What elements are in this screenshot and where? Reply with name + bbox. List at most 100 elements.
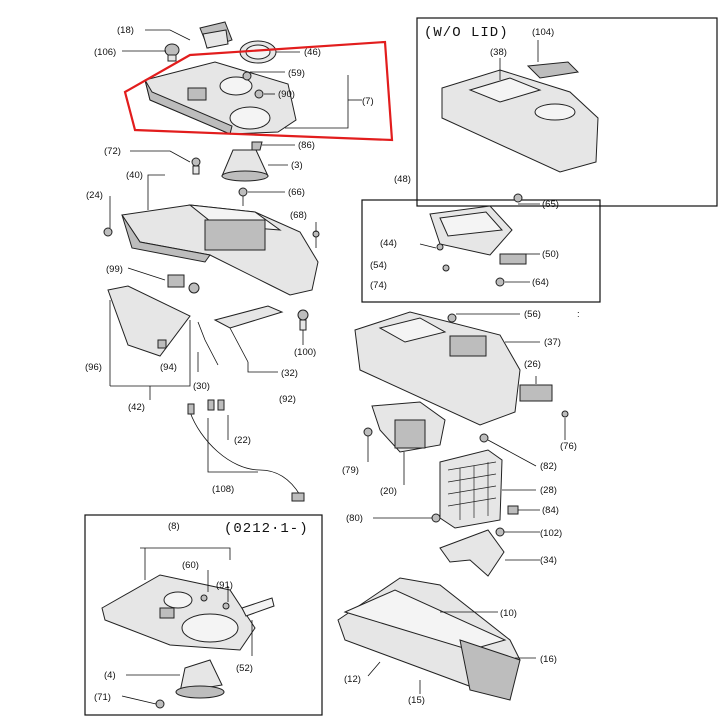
part-3-shift-boot [221,149,269,182]
label-82: (82) [540,461,557,472]
part-4-shift-boot-revised [175,659,225,699]
part-94-clip [157,339,167,349]
part-8-upper-panel-revised [101,574,256,651]
label-20: (20) [380,486,397,497]
highlight-outline [123,40,394,142]
label-54: (54) [370,260,387,271]
label-56: (56) [524,309,541,320]
part-56-clip [447,313,457,323]
label-52: (52) [236,663,253,674]
label-86: (86) [298,140,315,151]
label-30: (30) [193,381,210,392]
label-65: (65) [542,199,559,210]
label-72: (72) [104,146,121,157]
part-28-storage-box [439,449,503,529]
revision-title: (0212·1-) [224,521,309,537]
revision-box [84,514,323,716]
label-38: (38) [490,47,507,58]
label-8: (8) [168,521,180,532]
label-48: (48) [394,174,411,185]
label-92: (92) [279,394,296,405]
label-34: (34) [540,555,557,566]
wo-lid-box [416,17,718,207]
part-24-clip [103,227,113,237]
label-91: (91) [216,580,233,591]
label-42: (42) [128,402,145,413]
part-50-latch [499,253,527,265]
label-24: (24) [86,190,103,201]
label-74: (74) [370,280,387,291]
part-66-screw [238,187,248,206]
part-72-bolt [191,157,201,175]
label-28: (28) [540,485,557,496]
wo-lid-title: (W/O LID) [424,25,509,41]
part-102-bolt [495,527,505,537]
label-10: (10) [500,608,517,619]
label-50: (50) [542,249,559,260]
part-38-console-wo-lid [441,69,599,173]
label-64: (64) [532,277,549,288]
label-46: (46) [304,47,321,58]
label-80: (80) [346,513,363,524]
part-76-screw [561,410,569,418]
label-104: (104) [532,27,554,38]
part-34-bracket [439,529,505,577]
part-52-pad [241,597,275,617]
part-84-clip [507,505,519,515]
label-100: (100) [294,347,316,358]
part-100-bolt [297,309,309,331]
part-60-clip [200,594,208,602]
part-108-harness [187,399,305,502]
label-37: (37) [544,337,561,348]
part-44-pin [436,243,444,251]
label-44: (44) [380,238,397,249]
part-71-bolt [155,699,165,709]
label-94: (94) [160,362,177,373]
part-26-cover [519,384,553,402]
part-99-bracket [167,274,200,294]
label-7: (7) [362,96,374,107]
label-106: (106) [94,47,116,58]
label-60: (60) [182,560,199,571]
part-65-screw [513,193,523,203]
label-108: (108) [212,484,234,495]
part-7-upper-panel [144,61,297,135]
part-32-bracket [213,305,284,363]
label-26: (26) [524,359,541,370]
part-79-bolt [363,427,373,437]
part-74-screw [442,264,450,272]
label-66: (66) [288,187,305,198]
leader-lines [109,29,566,705]
label-99: (99) [106,264,123,275]
part-86-clip [251,141,263,151]
label-12: (12) [344,674,361,685]
part-46-ring [239,40,277,64]
label-59: (59) [288,68,305,79]
label-colon: : [577,309,580,320]
label-102: (102) [540,528,562,539]
part-labels: (18) (106) (46) (59) (90) (7) (86) (3) (… [85,25,580,706]
label-4: (4) [104,670,116,681]
label-71: (71) [94,692,111,703]
label-79: (79) [342,465,359,476]
label-15: (15) [408,695,425,706]
part-104-pad [526,61,580,79]
part-18-cap [199,21,233,49]
label-40: (40) [126,170,143,181]
part-64-screw [495,277,505,287]
part-91-clip [222,602,230,610]
part-44-lid [429,205,513,256]
part-16-end-panel [459,639,521,701]
label-90: (90) [278,89,295,100]
part-40-console-body [121,204,319,296]
part-37-rear-console [354,311,521,426]
label-32: (32) [281,368,298,379]
label-3: (3) [291,160,303,171]
label-96: (96) [85,362,102,373]
label-22: (22) [234,435,251,446]
part-80-bolt [431,513,441,523]
part-106-clip [164,43,180,62]
label-16: (16) [540,654,557,665]
